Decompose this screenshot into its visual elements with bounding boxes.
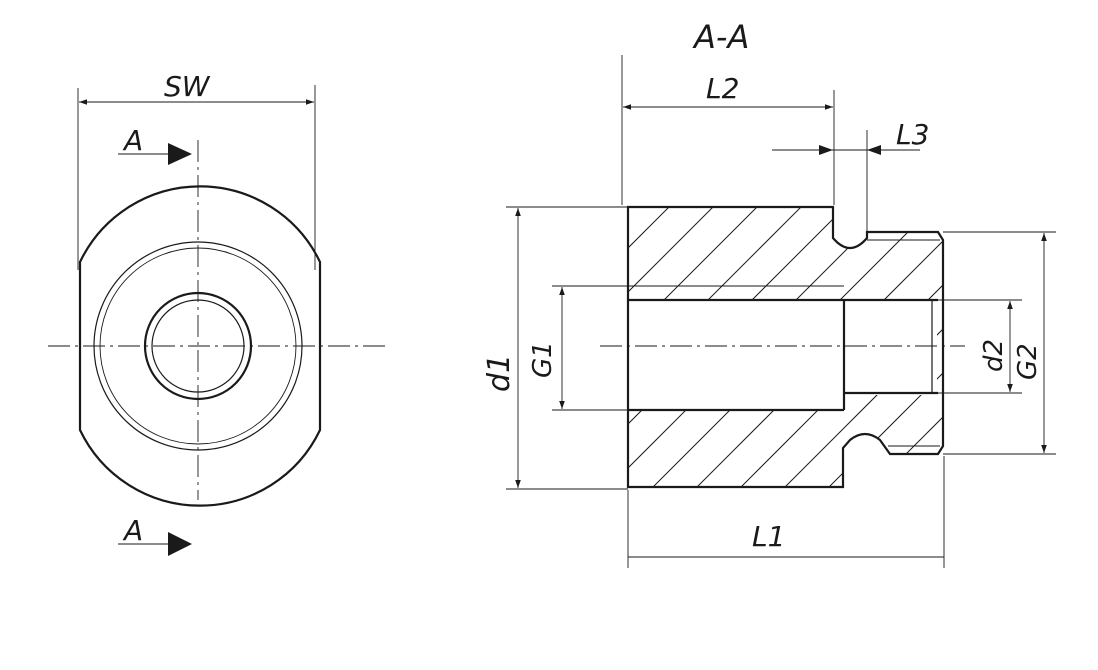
- hatch-line: [628, 207, 785, 487]
- hatch-line: [1036, 180, 1098, 500]
- hatch-line: [1080, 180, 1098, 500]
- bore-clear-d2b: [844, 300, 937, 395]
- l3-arrow-right: [867, 145, 881, 155]
- d2-label: d2: [979, 339, 1009, 372]
- front-view: SW A A: [48, 70, 390, 556]
- sw-label: SW: [164, 70, 211, 103]
- hatch-line: [628, 207, 653, 487]
- hatch-line: [628, 207, 741, 487]
- hatch-line: [948, 180, 1098, 500]
- section-mark-bottom-label: A: [122, 514, 143, 547]
- g2-label: G2: [1013, 343, 1043, 380]
- hatch-line: [859, 207, 943, 487]
- hatch-line: [244, 180, 564, 500]
- section-title: A-A: [692, 18, 749, 56]
- l1-label: L1: [752, 520, 785, 553]
- l2-label: L2: [706, 72, 739, 105]
- section-mark-top-label: A: [122, 124, 143, 157]
- section-mark-bottom-arrow: [168, 532, 192, 556]
- d1-label: d1: [482, 354, 517, 392]
- hatch-line: [628, 207, 697, 487]
- section-body-outline: [626, 205, 945, 489]
- g1-label: G1: [528, 341, 558, 378]
- hatch-line: [288, 180, 608, 500]
- l3-arrow-left: [819, 145, 833, 155]
- section-view: A-A L1 L2: [200, 18, 1098, 568]
- front-outer-contour: [78, 185, 322, 507]
- section-mark-top-arrow: [168, 143, 192, 165]
- bore-clear-g1: [629, 300, 844, 410]
- l3-label: L3: [896, 118, 929, 151]
- hatch-line: [200, 180, 520, 500]
